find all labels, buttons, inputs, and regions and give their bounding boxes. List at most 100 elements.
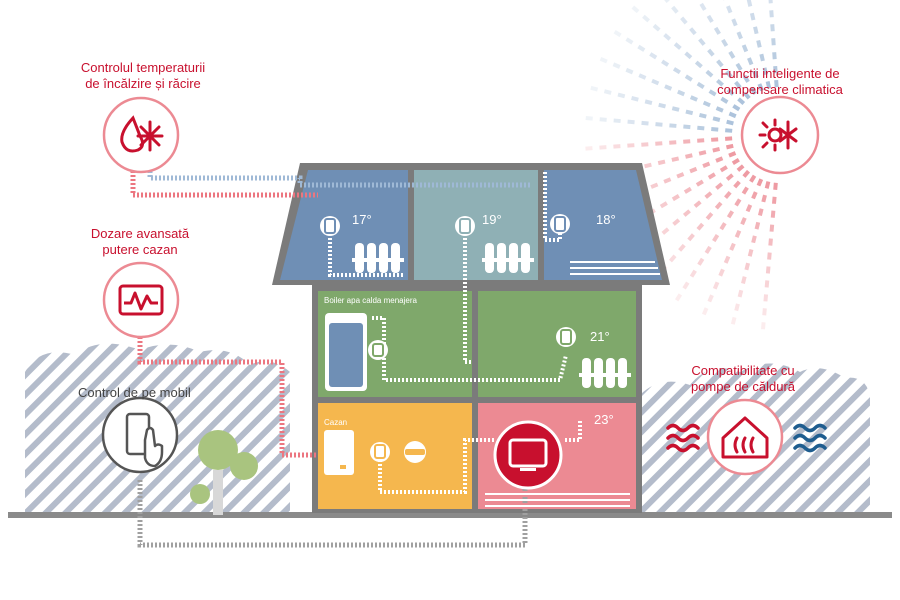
climate-ray <box>728 50 736 59</box>
climate-ray <box>682 281 690 290</box>
thermostat-icon <box>370 442 390 462</box>
climate-ray <box>765 80 772 89</box>
climate-ray <box>603 89 612 95</box>
climate-ray <box>682 209 691 217</box>
label-mobile-control: Control de pe mobil <box>78 385 191 400</box>
climate-ray <box>768 238 773 246</box>
climate-ray <box>689 95 698 102</box>
climate-ray <box>751 235 757 244</box>
climate-ray <box>726 119 734 126</box>
climate-ray <box>741 276 747 284</box>
climate-ray <box>759 53 765 62</box>
climate-ray <box>663 33 672 41</box>
thermostat-icon <box>320 216 340 236</box>
climate-ray <box>641 120 649 126</box>
climate-ray <box>651 78 660 86</box>
smartphone-badge <box>101 396 179 474</box>
climate-rays <box>585 0 779 330</box>
climate-ray <box>729 242 736 251</box>
climate-ray <box>712 116 721 122</box>
climate-ray <box>599 117 607 122</box>
ground-line <box>8 512 892 518</box>
climate-ray <box>672 218 681 226</box>
climate-ray <box>734 229 742 238</box>
climate-ray <box>652 23 661 32</box>
radiator-icon <box>482 243 534 273</box>
climate-ray <box>649 52 658 60</box>
climate-ray <box>708 89 717 97</box>
climate-ray <box>685 109 694 116</box>
climate-ray <box>625 37 634 45</box>
climate-ray <box>644 162 652 169</box>
climate-ray <box>638 73 647 80</box>
climate-ray <box>599 56 608 64</box>
climate-ray <box>762 67 769 76</box>
climate-ray <box>674 293 683 302</box>
sun-snow-badge <box>740 95 820 175</box>
climate-ray <box>664 0 670 3</box>
climate-ray <box>612 62 621 69</box>
climate-ray <box>732 104 741 112</box>
label-heat-pump: Compatibilitate cu pompe de căldură <box>690 363 796 394</box>
climate-ray <box>724 191 732 199</box>
climate-ray <box>661 59 670 67</box>
temp-attic-right: 18° <box>596 212 616 227</box>
cold-waves-icon <box>793 423 827 453</box>
climate-ray <box>730 316 737 325</box>
climate-ray <box>749 174 757 183</box>
climate-ray <box>658 102 666 109</box>
climate-ray <box>672 67 681 75</box>
temp-pink-room: 23° <box>594 412 614 427</box>
radiator-icon <box>579 358 631 388</box>
climate-ray <box>771 196 777 204</box>
temp-living: 21° <box>590 329 610 344</box>
climate-ray <box>650 182 659 189</box>
climate-ray <box>741 44 749 53</box>
radiator-icon <box>352 243 404 273</box>
climate-ray <box>676 172 685 179</box>
climate-ray <box>725 173 734 181</box>
climate-ray <box>725 143 734 150</box>
connection-lines <box>130 163 582 548</box>
climate-ray <box>764 280 770 288</box>
climate-ray <box>671 194 680 202</box>
climate-ray <box>707 48 715 57</box>
temp-attic-left: 17° <box>352 212 372 227</box>
climate-ray <box>757 208 764 217</box>
climate-ray <box>756 178 764 187</box>
climate-ray <box>678 243 686 252</box>
power-graph-icon <box>118 284 164 316</box>
power-graph-badge <box>102 261 180 339</box>
climate-ray <box>713 26 721 35</box>
climate-ray <box>684 51 693 60</box>
climate-ray <box>613 29 622 38</box>
label-boiler-power: Dozare avansată putere cazan <box>90 226 190 257</box>
climate-ray <box>737 97 746 106</box>
thermostats <box>320 214 576 463</box>
climate-ray <box>687 233 695 242</box>
climate-ray <box>677 89 686 97</box>
climate-ray <box>733 180 741 189</box>
climate-ray <box>718 268 725 277</box>
floor-heating <box>485 261 660 507</box>
climate-ray <box>731 158 740 166</box>
climate-ray <box>625 67 634 75</box>
climate-ray <box>707 294 714 303</box>
climate-ray <box>726 88 735 96</box>
climate-ray <box>743 91 751 100</box>
climate-ray <box>637 44 646 52</box>
climate-ray <box>751 191 758 200</box>
module-icon <box>404 441 426 463</box>
climate-ray <box>671 5 679 14</box>
climate-ray <box>735 62 743 71</box>
climate-ray <box>689 27 697 36</box>
climate-ray <box>689 269 697 278</box>
climate-ray <box>698 150 707 156</box>
climate-ray <box>719 222 727 231</box>
climate-ray <box>613 118 621 124</box>
climate-ray <box>661 227 670 235</box>
climate-ray <box>714 201 723 210</box>
climate-ray <box>720 96 729 104</box>
hot-water-tank <box>325 313 367 391</box>
